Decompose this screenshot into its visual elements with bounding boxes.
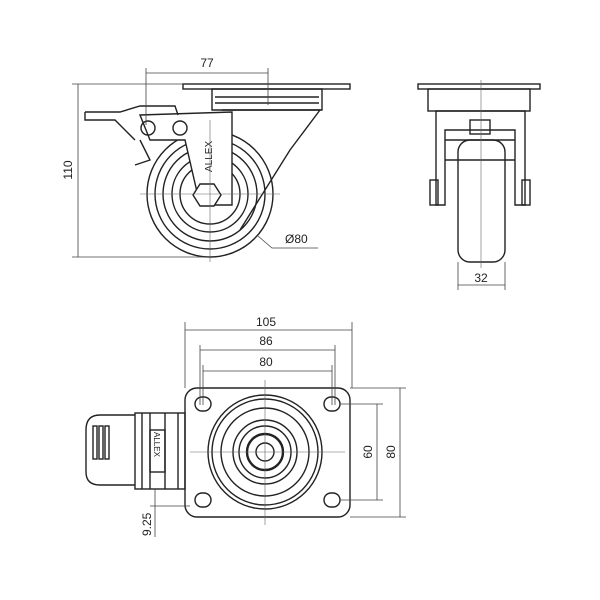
- top-plate: [182, 83, 351, 90]
- dim-105: 105: [256, 315, 276, 329]
- brake-pedal: [84, 105, 179, 166]
- dim-diameter: Ø80: [285, 232, 308, 246]
- dim-60-line: [340, 403, 383, 501]
- bracket: [222, 109, 322, 231]
- dim-80h-line: [202, 365, 333, 405]
- brand-mark: ALLEX: [204, 141, 215, 172]
- brand-label: ALLEX: [152, 432, 161, 458]
- pivot-hole: [172, 120, 188, 136]
- dim-80-vertical: 80: [384, 445, 398, 459]
- front-fork: [435, 110, 526, 206]
- top-view: ALLEX 105 86 80 60 80 9.25: [85, 315, 406, 537]
- dim-9-25-line: [150, 489, 190, 537]
- dim-80v-line: [350, 387, 406, 518]
- dim-9-25: 9.25: [140, 512, 154, 536]
- front-wheel: [457, 139, 506, 263]
- brake-lever: ALLEX: [85, 412, 186, 490]
- side-view: ALLEX 77 110 Ø80: [61, 56, 351, 262]
- axle-nut: [192, 183, 222, 207]
- pivot-hole: [140, 120, 156, 136]
- dim-86-line: [199, 345, 336, 405]
- diameter-leader: [257, 235, 318, 249]
- front-top-plate: [417, 83, 541, 90]
- dim-77: 77: [200, 56, 214, 70]
- swivel-base: [211, 88, 323, 111]
- front-swivel-base: [427, 88, 531, 112]
- dim-60: 60: [361, 445, 375, 459]
- dim-110-line: [72, 83, 210, 258]
- dim-110: 110: [61, 160, 75, 179]
- front-view: 32: [417, 80, 541, 290]
- dim-86: 86: [259, 334, 273, 348]
- dim-77-line: [145, 68, 269, 125]
- dim-32: 32: [474, 271, 488, 285]
- dim-80-horizontal: 80: [259, 355, 273, 369]
- dim-32-line: [457, 262, 506, 290]
- dim-105-line: [184, 322, 353, 388]
